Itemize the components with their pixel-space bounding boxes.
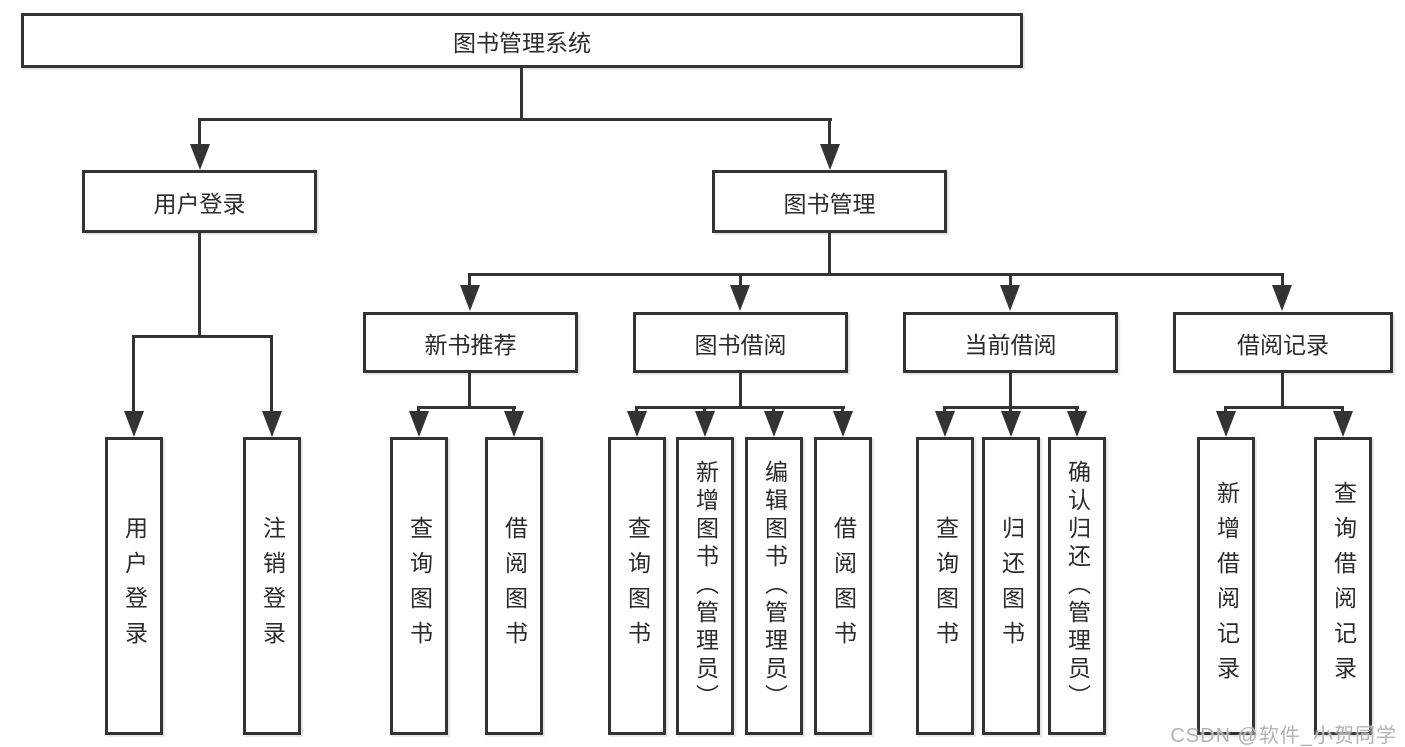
connector-line (132, 335, 135, 413)
connector-line (943, 406, 946, 415)
leaf-add-book-admin: 新增图书（管理员） (676, 437, 734, 735)
arrow-down (833, 411, 853, 437)
node-library-management-system: 图书管理系统 (21, 13, 1023, 68)
connector-line (1281, 273, 1284, 286)
connector-line (520, 68, 523, 121)
connector-line (841, 406, 844, 415)
node-label: 新书推荐 (424, 331, 517, 358)
connector-line (1281, 373, 1284, 409)
node-label: 图书管理 (783, 190, 876, 217)
arrow-down (1000, 285, 1020, 311)
leaf-return-book: 归还图书 (982, 437, 1040, 735)
connector-line (512, 406, 515, 415)
connector-line (1009, 373, 1012, 409)
arrow-down (409, 411, 429, 437)
arrow-down (730, 285, 750, 311)
leaf-query-books-current: 查询图书 (916, 437, 974, 735)
connector-line (1009, 273, 1012, 286)
leaf-borrow-books-borrowing: 借阅图书 (814, 437, 872, 735)
node-label: 查询借阅记录 (1330, 481, 1357, 691)
leaf-user-login: 用户登录 (105, 437, 163, 735)
node-label: 借阅图书 (501, 516, 528, 656)
leaf-confirm-return-admin: 确认归还（管理员） (1048, 437, 1106, 735)
arrow-down (504, 411, 524, 437)
node-label: 查询图书 (624, 516, 651, 656)
node-label: 当前借阅 (964, 331, 1057, 358)
node-label: 编辑图书（管理员） (761, 460, 788, 712)
arrow-down (695, 411, 715, 437)
leaf-borrow-books-recommend: 借阅图书 (485, 437, 543, 735)
leaf-query-books-borrowing: 查询图书 (608, 437, 666, 735)
arrow-down (1216, 411, 1236, 437)
arrow-down (1001, 411, 1021, 437)
arrow-down (262, 411, 282, 437)
node-label: 注销登录 (259, 516, 286, 656)
arrow-down (1333, 411, 1353, 437)
arrow-down (460, 285, 480, 311)
node-label: 借阅记录 (1237, 331, 1329, 358)
connector-line (198, 118, 201, 148)
connector-line (635, 406, 845, 409)
connector-line (132, 335, 273, 338)
connector-line (1224, 406, 1344, 409)
node-book-management: 图书管理 (712, 170, 947, 233)
connector-line (772, 406, 775, 415)
arrow-down (1272, 285, 1292, 311)
arrow-down (124, 411, 144, 437)
leaf-query-borrow-record: 查询借阅记录 (1314, 437, 1372, 735)
node-label: 用户登录 (153, 190, 246, 217)
connector-line (1009, 406, 1012, 415)
arrow-down (820, 144, 840, 170)
connector-line (828, 233, 831, 276)
node-label: 确认归还（管理员） (1064, 460, 1091, 712)
node-label: 新增借阅记录 (1213, 481, 1240, 691)
connector-line (468, 373, 471, 409)
connector-line (1224, 406, 1227, 415)
connector-line (468, 273, 471, 286)
node-label: 新增图书（管理员） (692, 460, 719, 712)
node-current-borrowing: 当前借阅 (903, 312, 1118, 373)
connector-line (417, 406, 516, 409)
connector-line (198, 118, 832, 121)
leaf-logout: 注销登录 (243, 437, 301, 735)
node-new-book-recommend: 新书推荐 (363, 312, 578, 373)
connector-line (635, 406, 638, 415)
node-label: 图书借阅 (694, 331, 787, 358)
arrow-down (627, 411, 647, 437)
arrow-down (1067, 411, 1087, 437)
connector-line (1341, 406, 1344, 415)
node-user-login: 用户登录 (82, 170, 317, 233)
connector-line (468, 273, 1284, 276)
connector-line (828, 118, 831, 148)
node-label: 图书管理系统 (453, 29, 591, 56)
node-label: 借阅图书 (830, 516, 857, 656)
node-label: 归还图书 (998, 516, 1025, 656)
connector-line (417, 406, 420, 415)
connector-line (1075, 406, 1078, 415)
node-book-borrowing: 图书借阅 (633, 312, 848, 373)
arrow-down (764, 411, 784, 437)
node-label: 查询图书 (406, 516, 433, 656)
node-borrowing-records: 借阅记录 (1173, 312, 1393, 373)
connector-line (703, 406, 706, 415)
node-label: 用户登录 (121, 516, 148, 656)
connector-line (198, 233, 201, 338)
leaf-edit-book-admin: 编辑图书（管理员） (745, 437, 803, 735)
arrow-down (190, 144, 210, 170)
node-label: 查询图书 (932, 516, 959, 656)
arrow-down (935, 411, 955, 437)
csdn-watermark: CSDN @软件_小贺同学 (1170, 725, 1397, 747)
connector-line (270, 335, 273, 413)
leaf-add-borrow-record: 新增借阅记录 (1197, 437, 1255, 735)
connector-line (739, 273, 742, 286)
leaf-query-books-recommend: 查询图书 (390, 437, 448, 735)
connector-line (739, 373, 742, 409)
